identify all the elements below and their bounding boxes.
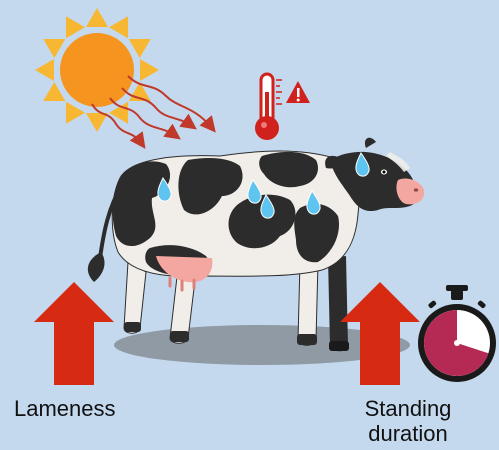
arrow-up-icon xyxy=(34,282,114,385)
standing-duration-label: Standing duration xyxy=(343,396,473,447)
lameness-label: Lameness xyxy=(14,396,164,421)
cow-udder xyxy=(156,256,212,282)
warning-icon xyxy=(286,81,310,103)
sun-icon xyxy=(35,8,159,132)
heat-arrow xyxy=(122,88,192,126)
sun-disc xyxy=(60,33,134,107)
standing-duration-line1: Standing xyxy=(343,396,473,421)
stopwatch-icon xyxy=(418,285,496,382)
heat-arrow xyxy=(128,76,212,128)
thermometer-icon xyxy=(255,74,282,140)
standing-duration-line2: duration xyxy=(343,421,473,446)
cow-tail-tuft xyxy=(88,252,105,282)
